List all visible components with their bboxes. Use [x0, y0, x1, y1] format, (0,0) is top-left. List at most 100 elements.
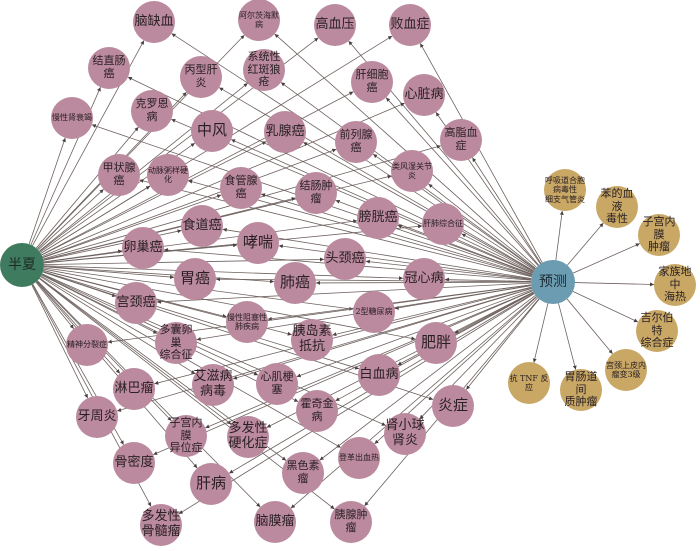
- disease-node[interactable]: 心脏病: [403, 74, 445, 116]
- edge-predict-to-disease: [465, 298, 540, 390]
- edge-source-to-disease: [43, 197, 296, 261]
- disease-node[interactable]: 霍奇金病: [296, 390, 338, 432]
- disease-node[interactable]: 动脉粥样硬化: [147, 154, 189, 196]
- disease-node[interactable]: 高脂血症: [440, 119, 482, 161]
- disease-node[interactable]: 肥胖: [415, 322, 457, 364]
- disease-node[interactable]: 牙周炎: [76, 396, 118, 438]
- disease-node[interactable]: 肺癌: [274, 262, 316, 304]
- edge-predict-to-disease: [139, 179, 532, 278]
- edge-predict-to-prediction: [572, 291, 639, 323]
- predicted-disease-node[interactable]: 家族地中 海热: [654, 264, 696, 306]
- disease-node[interactable]: 白血病: [358, 354, 400, 396]
- disease-node[interactable]: 卵巢癌: [122, 227, 164, 269]
- predicted-disease-node[interactable]: 呼吸道合胞 病毒性 细支气管炎: [544, 169, 586, 211]
- disease-node[interactable]: 冠心病: [403, 258, 445, 300]
- edge-predict-to-disease: [419, 43, 543, 263]
- predicted-disease-node[interactable]: 胃肠道间 质肿瘤: [560, 369, 602, 411]
- edge-predict-to-prediction: [532, 303, 549, 363]
- disease-node[interactable]: 多发性 骨髓瘤: [140, 504, 182, 546]
- disease-node[interactable]: 食管腺癌: [220, 167, 262, 209]
- disease-node[interactable]: 肝病: [190, 463, 232, 505]
- disease-node[interactable]: 膀胱癌: [357, 197, 399, 239]
- edge-predict-to-disease: [178, 293, 535, 515]
- edge-predict-to-disease: [461, 233, 534, 273]
- edge-source-to-disease: [42, 148, 337, 258]
- edge-predict-to-disease: [444, 277, 532, 282]
- disease-node[interactable]: 2型糖尿病: [353, 291, 395, 333]
- disease-node[interactable]: 脑膜瘤: [254, 501, 296, 543]
- edge-predict-to-disease: [171, 118, 533, 274]
- edge-predict-to-disease: [127, 76, 534, 273]
- disease-node[interactable]: 宫颈癌: [115, 282, 157, 324]
- edge-predict-to-disease: [319, 295, 536, 461]
- predicted-disease-node[interactable]: 子宫内膜 肿瘤: [638, 214, 680, 256]
- disease-node[interactable]: 脑缺血: [133, 1, 175, 43]
- disease-node[interactable]: 头颈癌: [324, 238, 366, 280]
- disease-node[interactable]: 肾小球 肾炎: [384, 413, 426, 455]
- edge-source-to-disease: [43, 268, 416, 341]
- edge-predict-to-disease: [215, 277, 532, 283]
- disease-node[interactable]: 精神分裂症: [66, 324, 108, 366]
- disease-node[interactable]: 胰腺肿瘤: [330, 501, 372, 543]
- edge-source-to-disease: [43, 266, 275, 284]
- predicted-disease-node[interactable]: 抗 TNF 反应: [508, 362, 550, 404]
- disease-node[interactable]: 慢性肾衰竭: [51, 97, 93, 139]
- edge-predict-to-disease: [365, 259, 532, 280]
- edge-predict-to-disease: [472, 157, 542, 264]
- predict-hub-node[interactable]: 预测: [531, 260, 575, 304]
- edge-source-to-disease: [41, 273, 259, 376]
- disease-node[interactable]: 类风湿关节炎: [391, 150, 433, 192]
- edge-predict-to-prediction: [566, 222, 604, 266]
- disease-node[interactable]: 克罗恩病: [131, 90, 173, 132]
- disease-node[interactable]: 骨密度: [113, 442, 155, 484]
- disease-node[interactable]: 胰岛素 抵抗: [291, 319, 333, 361]
- edge-source-to-disease: [43, 249, 123, 263]
- disease-node[interactable]: 丙型肝炎: [180, 56, 222, 98]
- disease-node[interactable]: 阿尔茨海默病: [238, 0, 280, 41]
- edge-source-to-disease: [35, 126, 139, 249]
- predicted-disease-node[interactable]: 苯的血液 毒性: [596, 186, 638, 228]
- disease-node[interactable]: 败血症: [389, 4, 431, 46]
- edge-predict-to-disease: [428, 183, 536, 269]
- disease-node[interactable]: 结直肠癌: [88, 47, 130, 89]
- disease-node[interactable]: 前列腺癌: [335, 121, 377, 163]
- predicted-disease-node[interactable]: 吉尔伯特 综合症: [636, 310, 678, 352]
- disease-node[interactable]: 慢性阻塞性 肺疾病: [226, 301, 268, 343]
- disease-node[interactable]: 登革出血热: [338, 437, 380, 479]
- disease-node[interactable]: 肝细胞癌: [351, 61, 393, 103]
- disease-node[interactable]: 食道癌: [181, 205, 223, 247]
- edge-predict-to-disease: [397, 224, 533, 275]
- edge-predict-to-disease: [156, 282, 532, 304]
- disease-node[interactable]: 炎症: [432, 385, 474, 427]
- disease-node[interactable]: 多囊卵巢 综合征: [155, 322, 197, 364]
- disease-node[interactable]: 子宫内膜 异位症: [165, 415, 207, 457]
- disease-node[interactable]: 肝肺综合征: [422, 203, 464, 245]
- disease-node[interactable]: 甲状腺癌: [98, 154, 140, 196]
- source-node-banxia[interactable]: 半夏: [0, 243, 44, 287]
- disease-node[interactable]: 乳腺癌: [264, 111, 306, 153]
- edge-predict-to-disease: [385, 97, 539, 266]
- disease-node[interactable]: 高血压: [314, 4, 356, 46]
- edge-source-to-disease: [43, 266, 175, 279]
- edge-predict-to-disease: [278, 244, 532, 280]
- edge-predict-to-prediction: [572, 243, 640, 274]
- edge-predict-to-prediction: [555, 210, 564, 261]
- edge-predict-to-prediction: [558, 303, 577, 370]
- edge-predict-to-disease: [296, 289, 533, 378]
- disease-node[interactable]: 多发性 硬化症: [227, 416, 269, 458]
- disease-node[interactable]: 黑色素瘤: [282, 452, 324, 494]
- predicted-disease-node[interactable]: 宫颈上皮内 瘤变3级: [605, 349, 647, 391]
- disease-node[interactable]: 中风: [191, 110, 233, 152]
- disease-node[interactable]: 结肠肿瘤: [295, 172, 337, 214]
- edge-source-to-disease: [35, 281, 75, 329]
- disease-node[interactable]: 淋巴瘤: [113, 368, 155, 410]
- disease-node[interactable]: 艾滋病 病毒: [192, 364, 234, 406]
- edge-source-to-disease: [41, 141, 267, 256]
- disease-node[interactable]: 系统性 红斑狼疮: [243, 49, 285, 91]
- edge-predict-to-disease: [290, 296, 537, 509]
- disease-node[interactable]: 胃癌: [174, 258, 216, 300]
- disease-node[interactable]: 心肌梗塞: [256, 363, 298, 405]
- disease-node[interactable]: 哮喘: [237, 222, 279, 264]
- edge-predict-to-prediction: [566, 298, 613, 355]
